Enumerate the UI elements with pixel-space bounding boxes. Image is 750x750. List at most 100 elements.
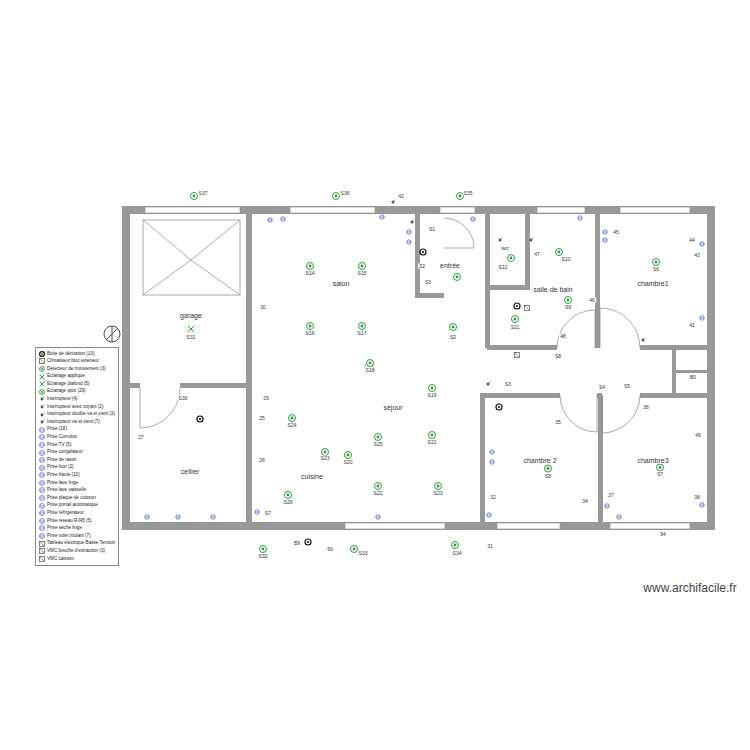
socket-symbol — [376, 515, 380, 519]
spot-symbol — [333, 193, 340, 200]
vmc-box — [40, 549, 45, 554]
switch-lever — [42, 405, 44, 407]
spot-ring — [40, 389, 45, 394]
legend-symbol — [39, 548, 45, 554]
legend-symbol — [39, 465, 45, 471]
spot-ring — [260, 546, 267, 553]
socket-ring — [376, 515, 380, 519]
room-name: wc — [500, 245, 509, 251]
switch-symbol — [411, 220, 415, 224]
legend-text: Prise four (2) — [47, 465, 74, 470]
socket-line — [176, 517, 180, 518]
callout-number: S33 — [358, 551, 369, 556]
spot-dot — [309, 265, 312, 268]
room-name: cellier — [180, 468, 200, 475]
legend-row: Prise réseau RJ45 (5) — [39, 517, 115, 525]
socket-symbol — [40, 427, 45, 432]
spot-symbol — [285, 492, 292, 499]
vmc-symbol — [515, 353, 520, 358]
ceiling-light-symbol — [188, 326, 194, 332]
legend-symbol — [39, 503, 45, 509]
vmc-line — [40, 541, 45, 546]
callout-number: S5 — [623, 384, 631, 389]
socket-symbol — [40, 450, 45, 455]
legend-symbol — [39, 389, 45, 395]
junction-ring — [514, 303, 520, 309]
callout-number: 32 — [489, 495, 497, 500]
spot-ring — [375, 483, 382, 490]
spot-ring — [322, 449, 329, 456]
socket-symbol — [40, 443, 45, 448]
legend-symbol — [39, 381, 45, 387]
socket-line — [145, 517, 149, 518]
socket-ring — [176, 515, 180, 519]
callout-number: S17 — [357, 331, 368, 336]
junction-ring — [40, 351, 45, 356]
room-name: séjour — [382, 404, 403, 411]
callout-number: S3 — [504, 382, 512, 387]
callout-number: 27 — [137, 435, 145, 440]
callout-number: S2 — [418, 264, 426, 269]
callout-number: 43 — [693, 253, 701, 258]
socket-symbol — [40, 473, 45, 478]
legend-text: Prise plaque de cuisson — [47, 496, 96, 501]
callout-number: S31 — [186, 335, 197, 340]
socket-symbol — [40, 488, 45, 493]
legend-symbol — [39, 533, 45, 539]
switch-lever — [643, 338, 646, 341]
socket-line — [255, 512, 259, 513]
legend-symbol — [39, 541, 45, 547]
vmc-symbol — [40, 556, 45, 561]
vmc-symbol — [40, 359, 45, 364]
callout-number: S7 — [264, 511, 272, 516]
callout-number: S3 — [424, 280, 432, 285]
legend-row: Prise (18) — [39, 426, 115, 434]
socket-line — [603, 240, 607, 241]
spot-symbol — [454, 274, 461, 281]
socket-line — [603, 232, 607, 233]
legend-text: Prise haute (10) — [47, 473, 80, 478]
socket-ring — [490, 450, 494, 454]
switch-dot — [41, 421, 44, 424]
spot-symbol — [260, 546, 267, 553]
socket-line — [700, 244, 704, 245]
callout-number: S30 — [178, 396, 189, 401]
legend-symbol — [39, 366, 45, 372]
socket-symbol — [617, 515, 621, 519]
socket-symbol — [490, 450, 494, 454]
callout-number: 38 — [693, 495, 701, 500]
callout-number: 36 — [642, 405, 650, 410]
spot-ring — [429, 385, 436, 392]
socket-line — [490, 462, 494, 463]
spot-ring — [333, 193, 340, 200]
callout-number: S37 — [198, 191, 209, 196]
light-cross — [40, 374, 45, 379]
spot-symbol — [565, 297, 572, 304]
callout-number: S1 — [428, 227, 436, 232]
legend-text: Prise réfrigérateur — [47, 511, 84, 516]
legend-text: Prise lave linge — [47, 481, 78, 486]
socket-line — [268, 220, 272, 221]
switch-dot — [41, 406, 44, 409]
vmc-line — [525, 306, 530, 311]
switch-dot — [392, 201, 395, 204]
spot-ring — [508, 255, 515, 262]
room-name: entrée — [439, 262, 461, 269]
callout-number: 35 — [554, 420, 562, 425]
socket-line — [40, 429, 45, 430]
room-name: salon — [332, 280, 351, 287]
switch-dot — [487, 383, 490, 386]
legend-symbol — [39, 495, 45, 501]
legend-symbol — [39, 457, 45, 463]
socket-symbol — [700, 503, 704, 507]
switch-lever — [42, 412, 44, 414]
socket-symbol — [605, 504, 609, 508]
socket-ring — [700, 316, 704, 320]
spot-ring — [565, 297, 572, 304]
spot-ring — [452, 542, 459, 549]
spot-symbol — [375, 434, 382, 441]
legend-text: Climatiseur bloc exterieur — [47, 359, 99, 364]
junction-ring — [305, 539, 311, 545]
legend-row: Eclairage plafond (5) — [39, 380, 115, 388]
socket-ring — [268, 218, 272, 222]
